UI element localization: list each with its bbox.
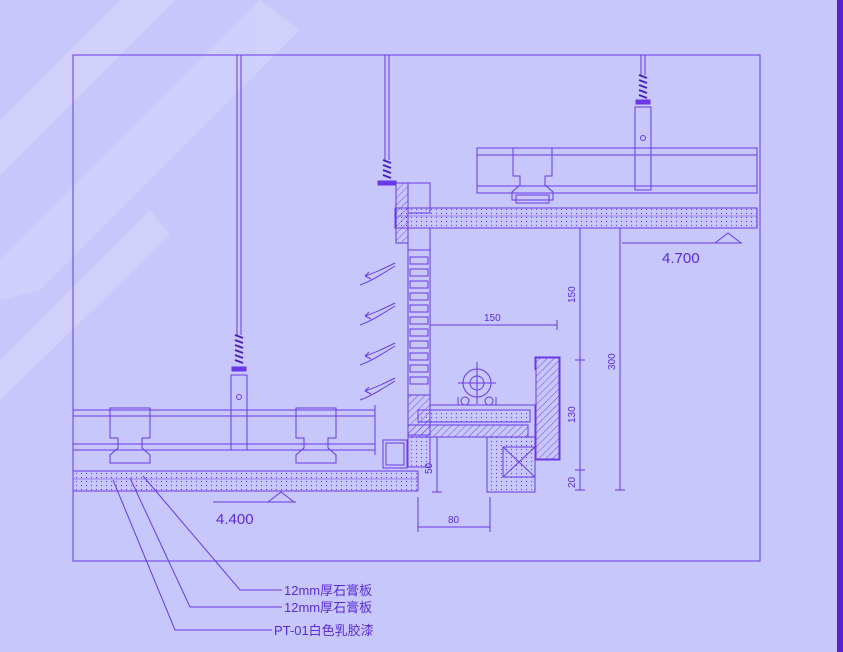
level-label-upper: 4.700 bbox=[662, 250, 700, 267]
airflow-arrows bbox=[359, 262, 396, 401]
hanger-rod-left bbox=[230, 55, 248, 451]
upper-main-channel bbox=[476, 147, 758, 204]
dim-300: 300 bbox=[607, 353, 618, 370]
hanger-rod-right bbox=[634, 55, 652, 191]
dim-50: 50 bbox=[424, 462, 435, 474]
curtain-box bbox=[382, 356, 561, 493]
upper-gypsum-board bbox=[394, 207, 758, 229]
dim-150-vertical: 150 bbox=[567, 286, 578, 303]
dim-80: 80 bbox=[448, 515, 460, 526]
right-border-bar bbox=[837, 0, 843, 652]
watermark bbox=[0, 0, 300, 400]
dim-130: 130 bbox=[567, 406, 578, 423]
level-marker-lower bbox=[213, 491, 296, 503]
note-gypsum-2: 12mm厚石膏板 bbox=[284, 600, 372, 615]
air-vent-grille bbox=[395, 182, 431, 435]
note-paint: PT-01白色乳胶漆 bbox=[274, 623, 374, 638]
level-marker-upper bbox=[622, 232, 743, 244]
lower-gypsum-board bbox=[72, 470, 419, 492]
note-gypsum-1: 12mm厚石膏板 bbox=[284, 583, 372, 598]
lower-main-channel bbox=[72, 405, 376, 464]
dimension-lines bbox=[417, 227, 625, 532]
drawing-frame bbox=[72, 54, 761, 562]
dim-20: 20 bbox=[567, 476, 578, 488]
hanger-rod-middle bbox=[377, 55, 397, 186]
note-leaders bbox=[112, 475, 282, 631]
dim-150-horizontal: 150 bbox=[484, 313, 501, 324]
vent-louvers bbox=[409, 256, 429, 385]
level-label-lower: 4.400 bbox=[216, 511, 254, 528]
curtain-track bbox=[457, 362, 497, 406]
